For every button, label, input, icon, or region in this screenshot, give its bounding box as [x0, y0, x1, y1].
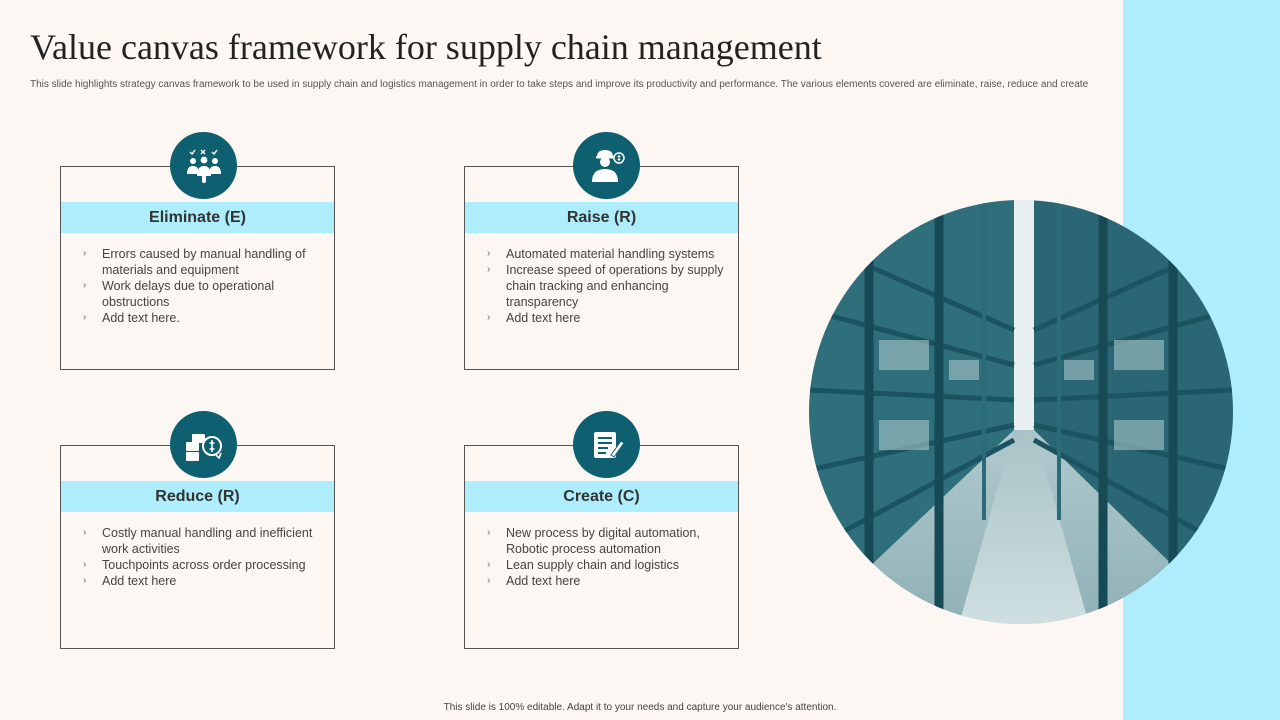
- list-item: Add text here: [83, 573, 322, 589]
- list-item: Automated material handling systems: [487, 246, 726, 262]
- list-item: Lean supply chain and logistics: [487, 557, 726, 573]
- card-list: New process by digital automation, Robot…: [487, 525, 726, 589]
- card-heading: Create (C): [465, 481, 738, 512]
- list-item: Touchpoints across order processing: [83, 557, 322, 573]
- list-item: New process by digital automation, Robot…: [487, 525, 726, 557]
- card-list: Costly manual handling and inefficient w…: [83, 525, 322, 589]
- team-checklist-icon: [170, 132, 237, 199]
- card-list: Errors caused by manual handling of mate…: [83, 246, 322, 326]
- list-item: Increase speed of operations by supply c…: [487, 262, 726, 310]
- card-create: Create (C) New process by digital automa…: [464, 445, 739, 649]
- card-eliminate: Eliminate (E) Errors caused by manual ha…: [60, 166, 335, 370]
- list-item: Work delays due to operational obstructi…: [83, 278, 322, 310]
- warehouse-illustration: [809, 200, 1233, 624]
- footer-note: This slide is 100% editable. Adapt it to…: [443, 702, 837, 713]
- list-item: Add text here: [487, 573, 726, 589]
- card-heading: Eliminate (E): [61, 202, 334, 233]
- list-item: Add text here: [487, 310, 726, 326]
- list-item: Errors caused by manual handling of mate…: [83, 246, 322, 278]
- page-title: Value canvas framework for supply chain …: [30, 27, 822, 67]
- card-list: Automated material handling systems Incr…: [487, 246, 726, 326]
- card-reduce: Reduce (R) Costly manual handling and in…: [60, 445, 335, 649]
- warehouse-aisle-photo: [809, 200, 1233, 624]
- list-item: Costly manual handling and inefficient w…: [83, 525, 322, 557]
- cost-reduction-icon: [170, 411, 237, 478]
- document-edit-icon: [573, 411, 640, 478]
- page-subtitle: This slide highlights strategy canvas fr…: [30, 79, 1089, 90]
- worker-money-icon: [573, 132, 640, 199]
- list-item: Add text here.: [83, 310, 322, 326]
- card-heading: Raise (R): [465, 202, 738, 233]
- card-heading: Reduce (R): [61, 481, 334, 512]
